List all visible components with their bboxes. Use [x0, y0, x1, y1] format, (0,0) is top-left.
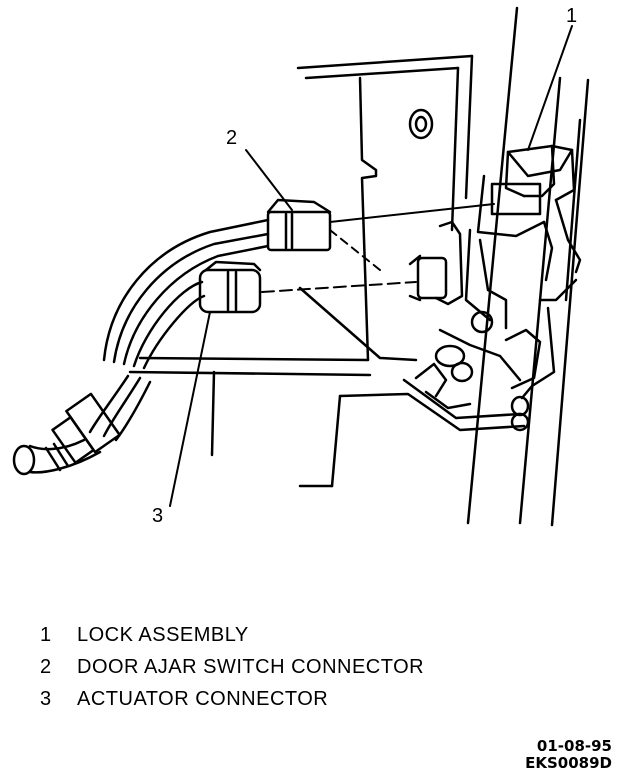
callout-number-2: 2 [226, 127, 238, 149]
diagram-drawing [12, 6, 590, 527]
door-ajar-connector [266, 198, 495, 252]
lock-assembly [414, 144, 582, 432]
figure-date: 01-08-95 [536, 737, 612, 755]
legend-row: 3 ACTUATOR CONNECTOR [40, 688, 424, 720]
legend-label: LOCK ASSEMBLY [77, 624, 249, 646]
legend-row: 2 DOOR AJAR SWITCH CONNECTOR [40, 656, 424, 688]
door-panel [128, 54, 474, 457]
legend-number: 3 [40, 688, 52, 710]
callout-number-1: 1 [566, 5, 578, 27]
figure-footer: 01-08-95 EKS0089D [525, 738, 612, 772]
leader-lines [169, 25, 573, 507]
figure-code: EKS0089D [525, 754, 612, 772]
wiring-harness [12, 218, 270, 476]
legend-label: DOOR AJAR SWITCH CONNECTOR [77, 656, 425, 678]
actuator-connector [198, 229, 417, 314]
legend: 1 LOCK ASSEMBLY 2 DOOR AJAR SWITCH CONNE… [40, 624, 424, 720]
legend-label: ACTUATOR CONNECTOR [77, 688, 329, 710]
legend-number: 1 [40, 624, 52, 646]
legend-row: 1 LOCK ASSEMBLY [40, 624, 424, 656]
door-ajar-switch [408, 220, 464, 306]
callout-number-3: 3 [152, 505, 164, 527]
lower-bracket [298, 378, 526, 488]
door-edge-lines [466, 6, 590, 527]
legend-number: 2 [40, 656, 52, 678]
door-lock-diagram: 1 2 3 [12, 5, 590, 527]
